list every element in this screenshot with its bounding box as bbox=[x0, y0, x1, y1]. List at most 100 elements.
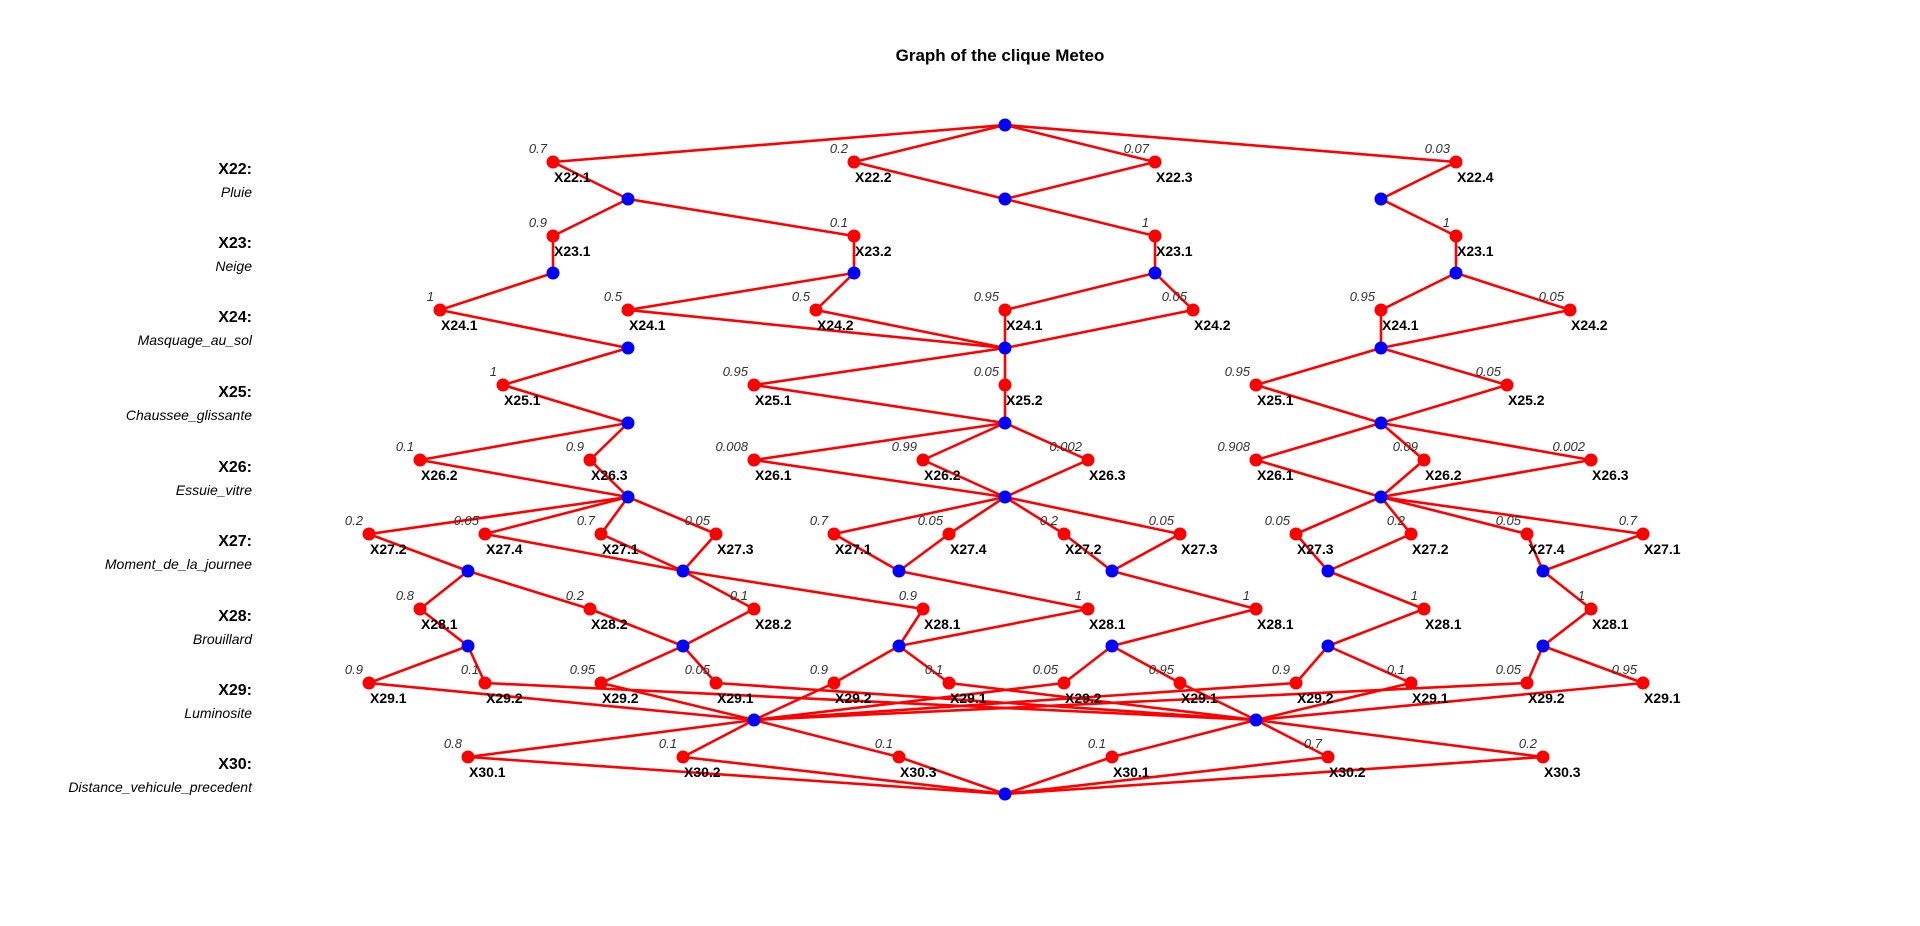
edge bbox=[1255, 681, 1644, 722]
probability-label: 0.1 bbox=[1088, 736, 1106, 751]
value-node bbox=[1417, 602, 1431, 616]
value-node bbox=[1404, 527, 1418, 541]
probability-label: 0.008 bbox=[715, 439, 748, 454]
junction-node bbox=[1374, 416, 1388, 430]
edge bbox=[1380, 383, 1508, 425]
value-node bbox=[1057, 527, 1071, 541]
edge bbox=[1380, 459, 1425, 498]
value-node bbox=[1536, 750, 1550, 764]
probability-label: 0.95 bbox=[1149, 662, 1175, 677]
probability-label: 0.002 bbox=[1049, 439, 1082, 454]
value-node-label: X27.2 bbox=[1065, 541, 1102, 557]
probability-label: 0.09 bbox=[1393, 439, 1418, 454]
value-node bbox=[433, 303, 447, 317]
junction-node bbox=[621, 341, 635, 355]
probability-label: 0.05 bbox=[685, 513, 711, 528]
value-node bbox=[1105, 750, 1119, 764]
value-node-label: X30.1 bbox=[1113, 764, 1150, 780]
edge bbox=[1255, 718, 1544, 759]
variable-description: Distance_vehicule_precedent bbox=[68, 779, 253, 795]
value-node bbox=[747, 602, 761, 616]
value-node-label: X26.2 bbox=[924, 467, 961, 483]
junction-node bbox=[461, 564, 475, 578]
probability-label: 0.9 bbox=[345, 662, 363, 677]
value-node bbox=[1374, 303, 1388, 317]
value-node bbox=[1249, 453, 1263, 467]
edge bbox=[368, 532, 469, 573]
junction-node bbox=[998, 118, 1012, 132]
variable-description: Luminosite bbox=[184, 705, 252, 721]
value-node-label: X27.4 bbox=[486, 541, 523, 557]
edge bbox=[1255, 681, 1412, 722]
value-node bbox=[942, 676, 956, 690]
edge bbox=[552, 123, 1006, 164]
edge bbox=[682, 718, 755, 759]
value-node bbox=[916, 602, 930, 616]
value-node-label: X27.4 bbox=[950, 541, 987, 557]
probability-label: 0.03 bbox=[1425, 141, 1451, 156]
edge bbox=[1380, 197, 1457, 238]
value-node-label: X27.2 bbox=[370, 541, 407, 557]
variable-name: X30: bbox=[218, 756, 252, 773]
value-node bbox=[847, 155, 861, 169]
probability-label: 0.2 bbox=[1387, 513, 1406, 528]
variable-description: Brouillard bbox=[193, 631, 253, 647]
edge bbox=[1004, 458, 1089, 499]
edge bbox=[1004, 197, 1156, 238]
variable-name: X28: bbox=[218, 608, 252, 625]
value-node bbox=[1520, 676, 1534, 690]
edge bbox=[419, 458, 629, 499]
value-node bbox=[1289, 676, 1303, 690]
value-node bbox=[583, 453, 597, 467]
value-node-label: X29.2 bbox=[486, 690, 523, 706]
value-node bbox=[362, 527, 376, 541]
probability-label: 0.05 bbox=[1496, 513, 1522, 528]
edge bbox=[1063, 532, 1113, 573]
junction-node bbox=[892, 564, 906, 578]
probability-label: 1 bbox=[1578, 588, 1585, 603]
edge bbox=[1063, 644, 1113, 685]
variable-name: X26: bbox=[218, 459, 252, 476]
edge bbox=[1154, 272, 1194, 311]
edge bbox=[599, 496, 630, 535]
edge bbox=[627, 271, 855, 312]
value-node-label: X29.2 bbox=[1528, 690, 1565, 706]
value-node-label: X24.2 bbox=[1571, 317, 1608, 333]
value-node-label: X29.1 bbox=[950, 690, 987, 706]
probability-label: 0.05 bbox=[1539, 289, 1565, 304]
value-node bbox=[413, 602, 427, 616]
edge bbox=[1295, 533, 1329, 572]
value-node-label: X27.3 bbox=[1181, 541, 1218, 557]
probability-label: 0.05 bbox=[1476, 364, 1502, 379]
probability-label: 0.2 bbox=[566, 588, 585, 603]
value-node-label: X25.2 bbox=[1508, 392, 1545, 408]
edge bbox=[1295, 645, 1329, 684]
probability-label: 0.7 bbox=[1619, 513, 1638, 528]
probability-label: 0.05 bbox=[685, 662, 711, 677]
probability-label: 0.9 bbox=[566, 439, 584, 454]
edge bbox=[439, 271, 554, 312]
value-node-label: X26.1 bbox=[755, 467, 792, 483]
variable-description: Neige bbox=[215, 258, 252, 274]
value-node-label: X27.3 bbox=[717, 541, 754, 557]
value-node-label: X27.1 bbox=[1644, 541, 1681, 557]
edge bbox=[1004, 123, 1156, 164]
value-node bbox=[827, 676, 841, 690]
value-node-label: X26.3 bbox=[591, 467, 628, 483]
value-node bbox=[413, 453, 427, 467]
variable-name: X27: bbox=[218, 533, 252, 550]
value-node-label: X29.1 bbox=[717, 690, 754, 706]
value-node bbox=[1173, 527, 1187, 541]
edges bbox=[368, 123, 1644, 796]
probability-label: 0.9 bbox=[529, 215, 547, 230]
probability-label: 0.99 bbox=[892, 439, 917, 454]
edge bbox=[682, 645, 717, 684]
value-node bbox=[496, 378, 510, 392]
value-node-label: X28.1 bbox=[1592, 616, 1629, 632]
value-node-label: X26.2 bbox=[421, 467, 458, 483]
probability-label: 0.9 bbox=[810, 662, 828, 677]
value-node-label: X28.2 bbox=[591, 616, 628, 632]
value-node-label: X27.1 bbox=[602, 541, 639, 557]
value-node-label: X28.1 bbox=[1425, 616, 1462, 632]
